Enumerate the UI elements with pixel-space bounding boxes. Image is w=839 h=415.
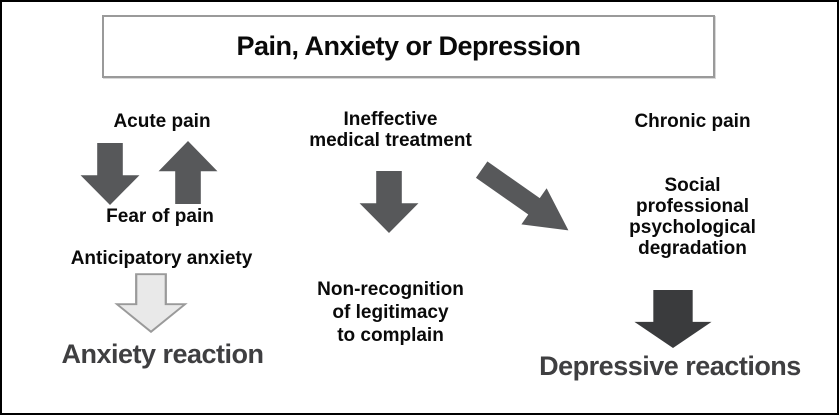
chronic-pain-label: Chronic pain xyxy=(634,111,751,132)
page-title: Pain, Anxiety or Depression xyxy=(236,31,581,61)
non-recognition-label: Non-recognition of legitimacy to complai… xyxy=(317,279,464,346)
degradation-label: Social professional psychological degrad… xyxy=(629,175,756,259)
light-down-arrow-icon xyxy=(114,273,188,333)
anxiety-reaction-label: Anxiety reaction xyxy=(61,339,264,369)
anticipatory-anxiety-label: Anticipatory anxiety xyxy=(70,248,253,269)
up-arrow-icon xyxy=(156,141,220,204)
ineffective-treatment-label: Ineffective medical treatment xyxy=(309,109,472,151)
depressive-reactions-label: Depressive reactions xyxy=(539,351,801,381)
diagonal-down-right-arrow-icon xyxy=(469,152,581,249)
dark-down-arrow-icon xyxy=(632,290,714,348)
acute-pain-label: Acute pain xyxy=(113,111,211,132)
down-arrow-icon xyxy=(357,171,421,233)
down-arrow-icon xyxy=(78,143,142,205)
fear-of-pain-label: Fear of pain xyxy=(106,206,214,227)
title-box: Pain, Anxiety or Depression xyxy=(102,15,715,78)
